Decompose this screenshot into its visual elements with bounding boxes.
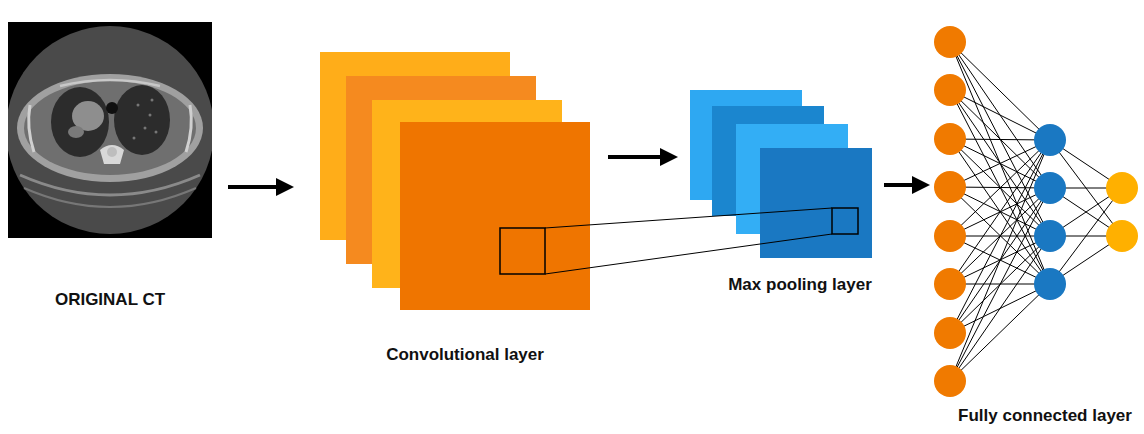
layer-block: ORIGINAL CT <box>8 22 212 238</box>
leader-line <box>545 208 832 274</box>
flow-arrow <box>884 183 926 187</box>
layer-block: Fully connected layer <box>932 24 1140 398</box>
layer-caption: Max pooling layer <box>728 275 872 295</box>
layer-block: Max pooling layer <box>690 90 872 258</box>
network-links <box>950 42 1122 381</box>
layer-caption: Fully connected layer <box>958 406 1132 426</box>
flow-arrow <box>608 155 674 159</box>
flow-arrow <box>228 185 290 189</box>
layer-caption: ORIGINAL CT <box>55 290 165 310</box>
layer-caption: Convolutional layer <box>386 345 544 365</box>
feature-maps <box>320 52 590 310</box>
pooled-maps <box>690 90 872 258</box>
ct-image <box>8 22 212 238</box>
layer-block: Convolutional layer <box>320 52 590 310</box>
neurons <box>934 26 1138 397</box>
